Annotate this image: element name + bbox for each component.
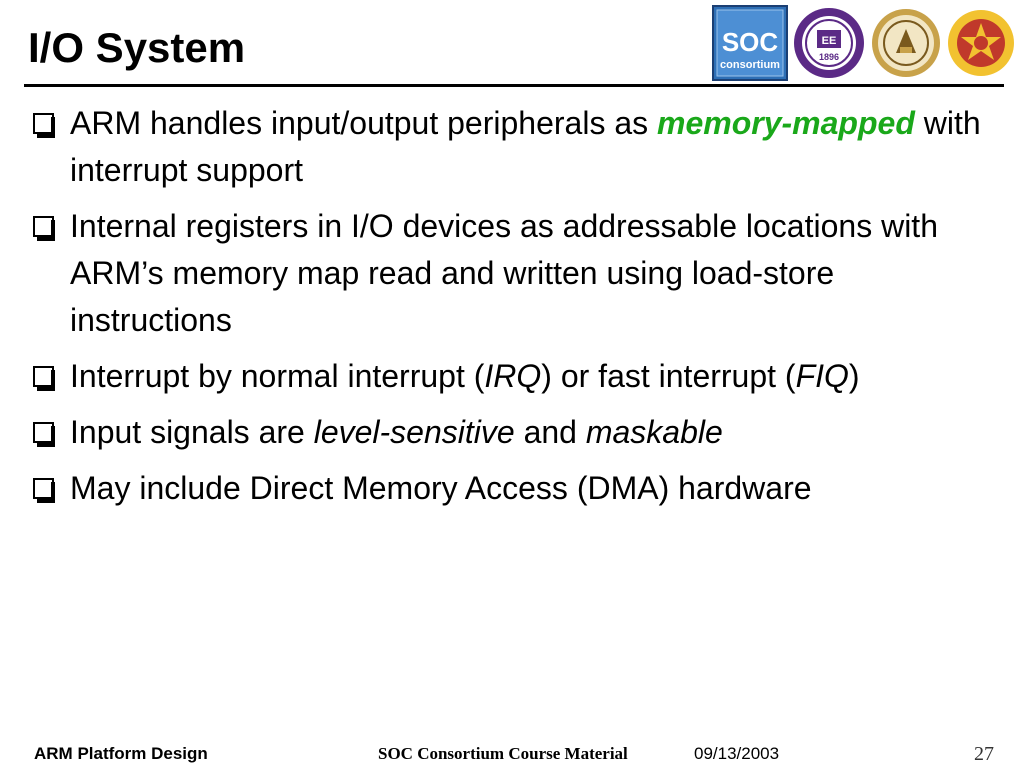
footer-course-title: ARM Platform Design xyxy=(34,744,208,763)
title-divider xyxy=(24,84,1004,87)
bullet-text-part: Input signals are xyxy=(70,414,314,450)
bullet-text-part: ) xyxy=(848,358,860,394)
soc-logo-subtext: consortium xyxy=(720,59,780,71)
bullet-text-part: Interrupt by normal interrupt ( xyxy=(70,358,485,394)
checkbox-bullet-icon xyxy=(33,422,55,447)
seal-text: EE xyxy=(822,35,837,47)
bullet-text-part: ) or fast interrupt ( xyxy=(541,358,796,394)
bullet-text-part: with interrupt support xyxy=(70,105,981,188)
bullet-text-part: ARM handles input/output peripherals as xyxy=(70,105,658,141)
bullet-item: Input signals are level-sensitive and ma… xyxy=(30,409,1000,456)
university-seal-gold xyxy=(872,9,940,77)
emphasis-fiq: FIQ xyxy=(795,358,849,394)
page-number: 27 xyxy=(974,743,994,765)
checkbox-bullet-icon xyxy=(33,113,55,138)
logo-strip: SOC consortium EE 1896 xyxy=(712,4,1016,82)
checkbox-bullet-icon xyxy=(33,216,55,241)
bullet-text-part: Internal registers in I/O devices as add… xyxy=(70,208,938,338)
seal-year: 1896 xyxy=(819,52,839,62)
checkbox-bullet-icon xyxy=(33,366,55,391)
bullet-item: Interrupt by normal interrupt (IRQ) or f… xyxy=(30,353,1000,400)
soc-consortium-logo: SOC consortium xyxy=(712,5,788,81)
footer-material-label: SOC Consortium Course Material xyxy=(378,744,628,763)
checkbox-bullet-icon xyxy=(33,478,55,503)
emphasis-level-sensitive: level-sensitive xyxy=(313,414,515,450)
university-seal-purple: EE 1896 xyxy=(794,8,864,78)
bullet-item: May include Direct Memory Access (DMA) h… xyxy=(30,465,1000,512)
footer-date: 09/13/2003 xyxy=(694,744,780,763)
bullet-list: ARM handles input/output peripherals as … xyxy=(30,100,1000,521)
soc-logo-text: SOC xyxy=(722,27,779,57)
bullet-text-part: May include Direct Memory Access (DMA) h… xyxy=(70,470,812,506)
university-seal-red xyxy=(948,10,1014,76)
emphasis-irq: IRQ xyxy=(484,358,542,394)
emphasis-maskable: maskable xyxy=(585,414,723,450)
bullet-item: ARM handles input/output peripherals as … xyxy=(30,100,1000,194)
emphasis-memory-mapped: memory-mapped xyxy=(657,105,915,141)
bullet-item: Internal registers in I/O devices as add… xyxy=(30,203,1000,344)
bullet-text-part: and xyxy=(514,414,586,450)
slide-title: I/O System xyxy=(28,24,246,71)
